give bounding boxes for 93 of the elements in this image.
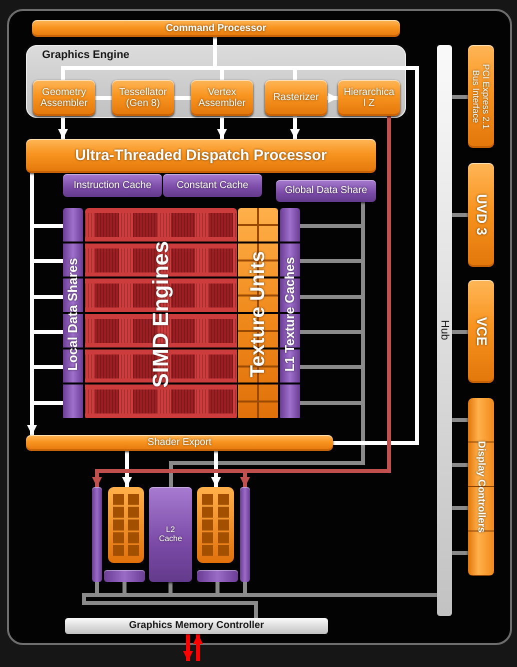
connector-line [169, 202, 365, 487]
controller-bar [65, 618, 328, 634]
interface-block [468, 280, 494, 383]
connector-line [61, 66, 213, 80]
panel-heading: Graphics Engine [42, 49, 130, 62]
hub-bar [437, 45, 452, 616]
process-block [191, 80, 253, 116]
narrow-block [240, 487, 250, 582]
connector-line [452, 463, 468, 467]
connector-line [452, 213, 468, 217]
interface-block [468, 163, 494, 267]
block-label: Rasterizer [273, 92, 319, 104]
connector-line [34, 365, 63, 369]
process-block [265, 80, 327, 116]
connector-arrow [211, 451, 221, 487]
column-label: UVD 3 [473, 194, 489, 236]
connector-line [300, 330, 361, 334]
column-label: PCI Express 2.1 Bus Interface [470, 62, 492, 132]
block-label: Command Processor [166, 22, 266, 34]
connector-line [300, 365, 361, 369]
interface-block [468, 45, 494, 148]
connector-arrow [92, 116, 391, 487]
connector-line [82, 593, 437, 618]
unit-column [238, 208, 278, 420]
column-label: L1 Texture Caches [282, 256, 298, 372]
connector-line [293, 70, 297, 80]
block-label: Hierarchica l Z [342, 86, 396, 110]
connector-arrow [240, 473, 250, 487]
column-label: Display Controllers [475, 441, 487, 533]
narrow-block [104, 570, 145, 582]
block-label: Instruction Cache [74, 180, 152, 192]
block-label: Constant Cache [176, 180, 248, 192]
connector-arrow [27, 173, 37, 435]
cache-block [163, 174, 262, 197]
engine-panel [26, 45, 406, 118]
block-label: L2 Cache [158, 526, 184, 544]
connector-line [34, 401, 63, 405]
column-label: Texture Units [246, 250, 270, 378]
connector-arrow [290, 116, 300, 139]
connector-line [122, 582, 126, 593]
narrow-block [92, 487, 102, 582]
connector-line [34, 295, 63, 299]
connector-line [243, 582, 247, 593]
connector-arrow [58, 116, 68, 139]
processor-bar [26, 435, 333, 451]
connector-line [174, 96, 191, 100]
column-label: SIMD Engines [148, 240, 174, 388]
processor-bar [32, 20, 400, 37]
connector-arrow [327, 93, 338, 103]
block-label: Ultra-Threaded Dispatch Processor [75, 148, 327, 164]
connector-arrow [217, 116, 227, 139]
interface-block [468, 398, 494, 576]
block-label: Graphics Memory Controller [128, 620, 264, 632]
process-block [33, 80, 95, 116]
connector-arrow [193, 634, 203, 661]
connector-line [34, 259, 63, 263]
column-label: Local Data Shares [66, 258, 80, 370]
connector-line [216, 582, 220, 593]
connector-line [452, 551, 468, 555]
cache-block [149, 487, 192, 582]
connector-line [300, 401, 361, 405]
column-label: Hub [438, 320, 451, 341]
connector-line [452, 506, 468, 510]
cache-block [276, 180, 376, 202]
connector-line [452, 418, 468, 422]
engine-array [85, 208, 237, 420]
connector-line [34, 224, 63, 228]
connector-line [34, 330, 63, 334]
connector-line [452, 330, 468, 334]
connector-line [213, 37, 419, 445]
process-block [112, 80, 174, 116]
block-label: Vertex Assembler [197, 86, 247, 110]
connector-line [300, 295, 361, 299]
cache-block [63, 174, 162, 197]
processor-bar [26, 139, 376, 173]
block-label: Shader Export [148, 437, 212, 449]
memory-column [63, 208, 83, 420]
connector-line [95, 96, 112, 100]
memory-column [280, 208, 300, 420]
narrow-block [197, 570, 238, 582]
process-block [338, 80, 400, 116]
connector-line [168, 582, 172, 593]
connector-line [300, 224, 361, 228]
connector-line [300, 259, 361, 263]
connector-arrow [122, 451, 132, 487]
connector-arrow [183, 634, 193, 661]
column-label: VCE [473, 317, 489, 346]
connector-line [452, 95, 468, 99]
block-label: Global Data Share [284, 185, 368, 197]
block-label: Geometry Assembler [39, 86, 89, 110]
connector-line [95, 582, 99, 593]
block-label: Tessellator (Gen 8) [118, 86, 168, 110]
connector-line [220, 70, 224, 80]
